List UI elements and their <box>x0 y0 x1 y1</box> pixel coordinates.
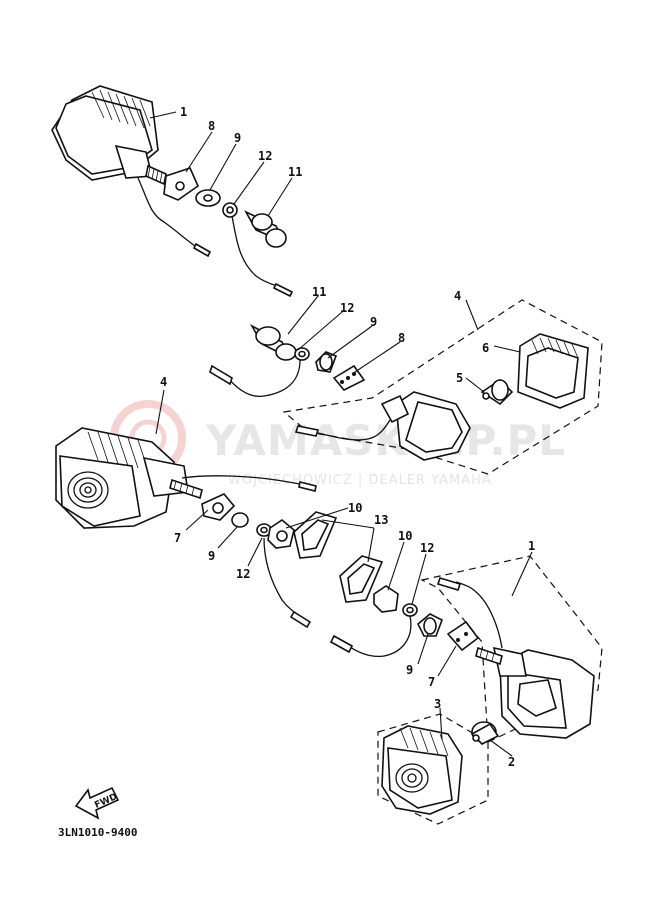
callout-2: 2 <box>508 755 515 769</box>
callout-8-mid: 8 <box>398 331 405 345</box>
callout-12-left: 12 <box>236 567 250 581</box>
callout-8-top: 8 <box>208 119 215 133</box>
diagram-code: 3LN1010-9400 <box>58 826 137 839</box>
callout-10-right: 10 <box>398 529 412 543</box>
callout-12-right: 12 <box>420 541 434 555</box>
callout-5: 5 <box>456 371 463 385</box>
callout-12-mid: 12 <box>340 301 354 315</box>
callout-7-left: 7 <box>174 531 181 545</box>
fwd-arrow-icon: FWD <box>74 786 120 820</box>
callout-11-top: 11 <box>288 165 302 179</box>
callout-9-top: 9 <box>234 131 241 145</box>
callout-12-top: 12 <box>258 149 272 163</box>
callout-1-top: 1 <box>180 105 187 119</box>
callout-11-mid: 11 <box>312 285 326 299</box>
rear-left-flasher: 1 8 9 12 11 <box>51 85 302 298</box>
callout-4-right: 4 <box>454 289 461 303</box>
callout-1-bottom: 1 <box>528 539 535 553</box>
callout-3: 3 <box>434 697 441 711</box>
rear-right-flasher: 1 3 2 <box>377 539 603 825</box>
callout-13: 13 <box>374 513 388 527</box>
watermark-brand: YAMASKLEP.PL <box>205 416 566 465</box>
callout-9-mid: 9 <box>370 315 377 329</box>
callout-6: 6 <box>482 341 489 355</box>
callout-4-left: 4 <box>160 375 167 389</box>
callout-9-left: 9 <box>208 549 215 563</box>
callout-10-left: 10 <box>348 501 362 515</box>
watermark-tagline: WOJCIECHOWICZ | DEALER YAMAHA <box>228 473 492 488</box>
watermark: YAMASKLEP.PL WOJCIECHOWICZ | DEALER YAMA… <box>110 400 566 488</box>
callout-9-right: 9 <box>406 663 413 677</box>
front-right-flasher: 4 6 5 11 12 9 8 <box>209 285 603 475</box>
callout-7-right: 7 <box>428 675 435 689</box>
